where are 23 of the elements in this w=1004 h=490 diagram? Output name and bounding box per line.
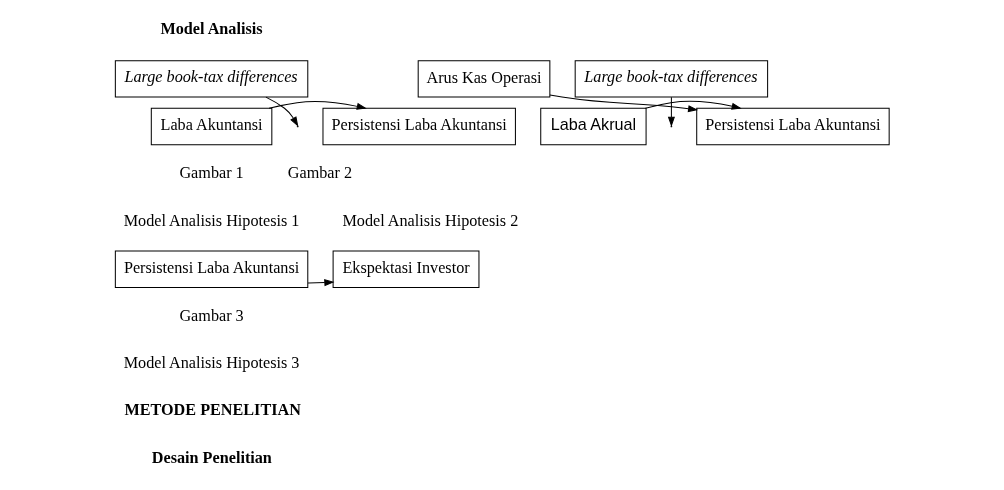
label: Gambar 2 <box>287 163 353 182</box>
arrow <box>265 96 299 127</box>
node-box: Ekspektasi Investor <box>332 250 480 288</box>
node-box: Arus Kas Operasi <box>417 59 551 98</box>
node-box: Laba Akrual <box>540 107 647 145</box>
label: Gambar 3 <box>179 306 244 325</box>
node-box: Persistensi Laba Akuntansi <box>114 250 309 288</box>
arrow <box>307 278 335 286</box>
label: METODE PENELITIAN <box>124 400 301 419</box>
label: Model Analisis Hipotesis 1 <box>123 211 300 230</box>
label: Model Analisis Hipotesis 3 <box>123 353 300 372</box>
label: Model Analisis Hipotesis 2 <box>342 211 519 230</box>
node-box: Persistensi Laba Akuntansi <box>696 107 890 145</box>
node-box: Laba Akuntansi <box>150 107 273 145</box>
arrow <box>644 100 742 110</box>
label: Gambar 1 <box>179 163 244 182</box>
label: Desain Penelitian <box>151 448 272 467</box>
node-box: Large book-tax differences <box>574 59 769 98</box>
node-box: Large book-tax differences <box>114 59 309 98</box>
arrow <box>268 100 367 110</box>
label: Model Analisis <box>160 19 263 38</box>
arrow <box>549 94 699 112</box>
node-box: Persistensi Laba Akuntansi <box>322 107 516 145</box>
